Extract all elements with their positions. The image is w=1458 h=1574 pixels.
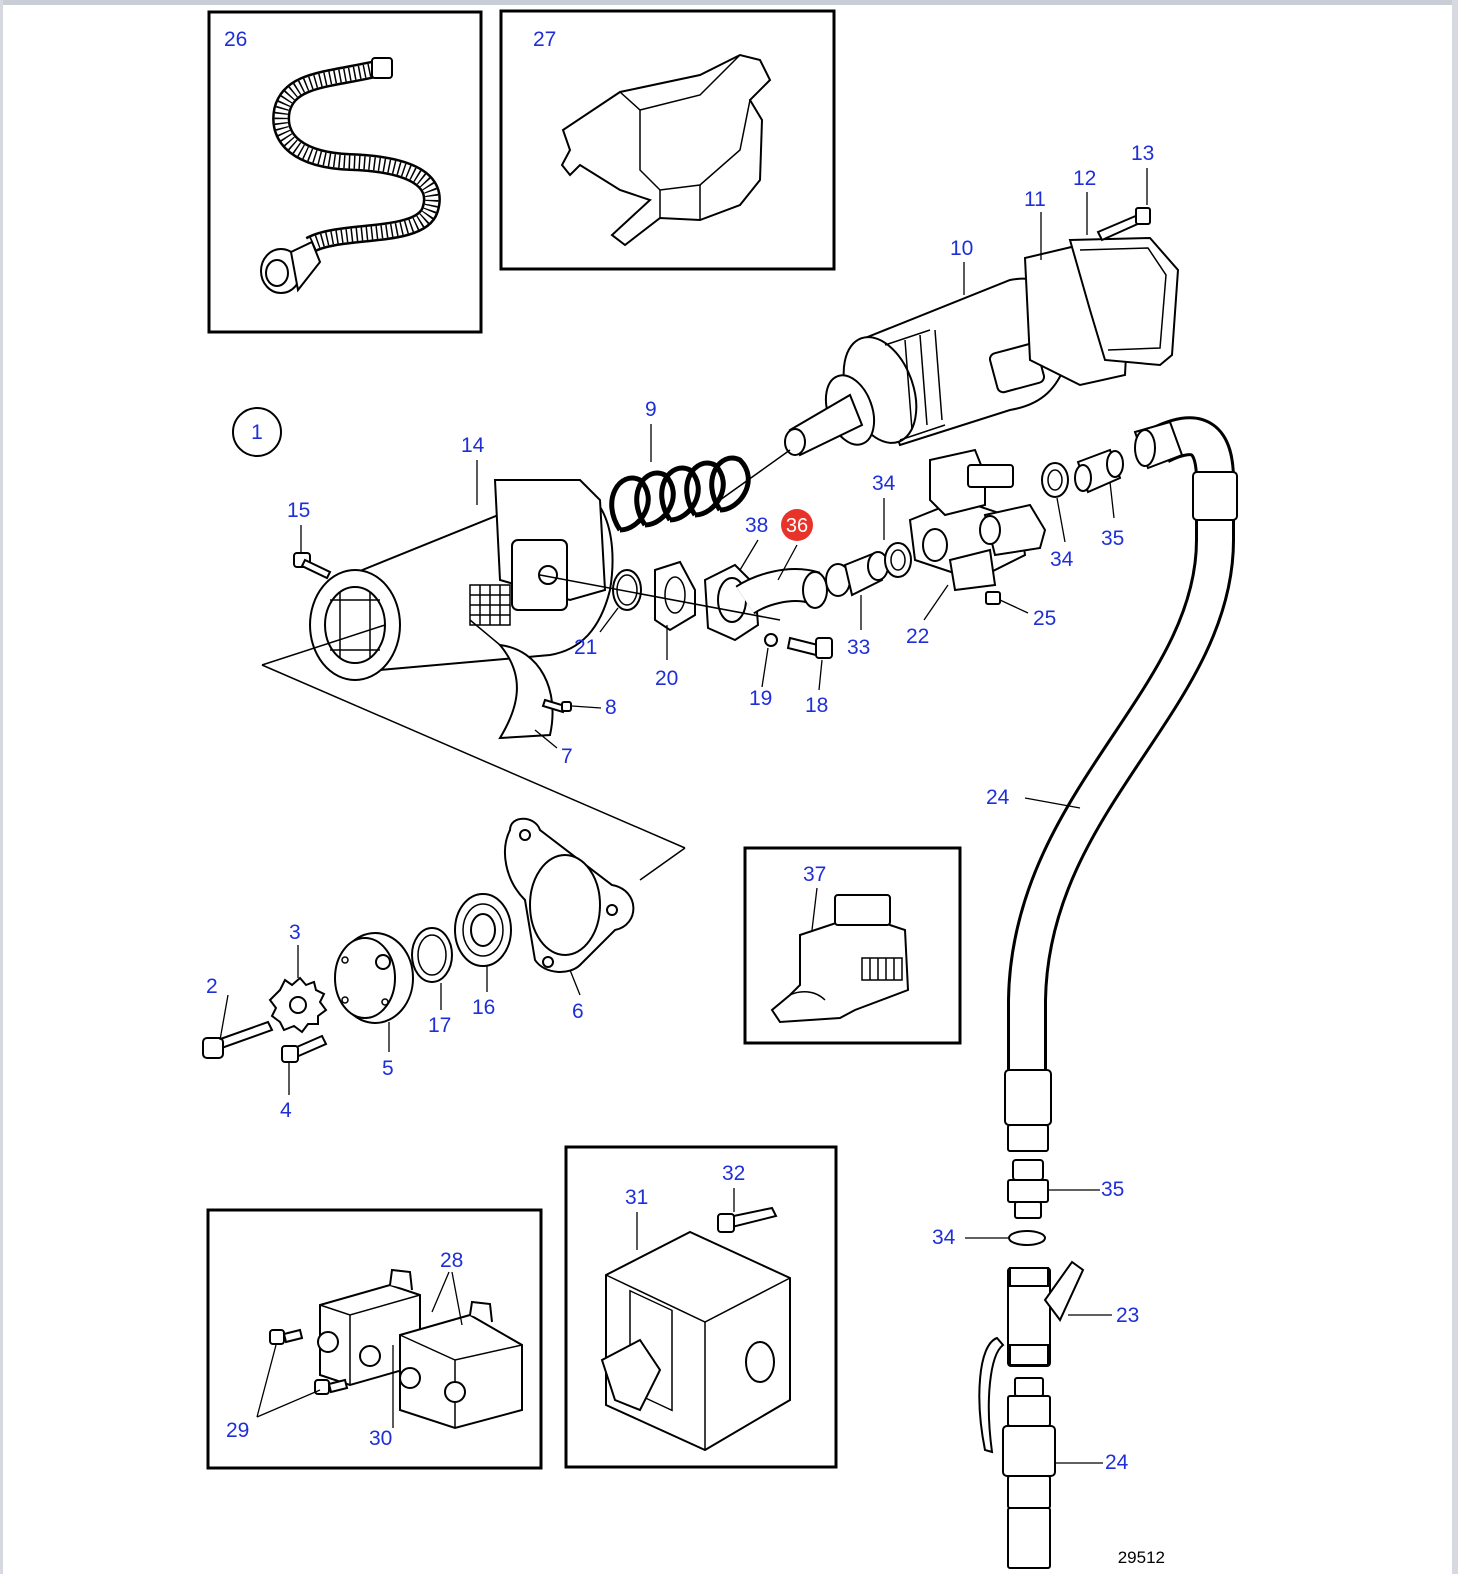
label-27[interactable]: 27	[533, 28, 556, 51]
part-3-gear[interactable]	[268, 976, 328, 1034]
part-24-ball-valve[interactable]	[978, 1336, 1056, 1569]
highlight-marker	[781, 509, 813, 541]
inset-box-37[interactable]	[743, 846, 962, 1045]
label-17[interactable]: 17	[428, 1014, 451, 1037]
label-11[interactable]: 11	[1024, 188, 1046, 211]
part-2-bolt[interactable]	[202, 1020, 274, 1059]
label-26[interactable]: 26	[224, 28, 247, 51]
window-left-border	[0, 0, 3, 1574]
label-2[interactable]: 2	[206, 975, 218, 998]
part-14-housing[interactable]	[309, 479, 614, 681]
part-16-bearing[interactable]	[454, 893, 512, 967]
part-4-screw[interactable]	[281, 1034, 328, 1063]
part-34-washer-b[interactable]	[1041, 462, 1069, 498]
part-36-elbow-pipe[interactable]	[735, 568, 828, 615]
label-3[interactable]: 3	[289, 921, 301, 944]
diagram-number: 29512	[1118, 1548, 1165, 1567]
part-9-spring[interactable]	[609, 455, 751, 533]
label-12[interactable]: 12	[1073, 167, 1096, 190]
part-34-washer-c[interactable]	[1008, 1230, 1046, 1246]
label-13[interactable]: 13	[1131, 142, 1154, 165]
label-33[interactable]: 33	[847, 636, 870, 659]
part-20-gasket[interactable]	[654, 560, 696, 632]
part-34-washer-a[interactable]	[884, 542, 912, 578]
label-10[interactable]: 10	[950, 237, 973, 260]
label-28[interactable]: 28	[440, 1249, 463, 1272]
label-5[interactable]: 5	[382, 1057, 394, 1080]
label-34-top[interactable]: 34	[872, 472, 896, 495]
label-20[interactable]: 20	[655, 667, 678, 690]
part-23-strainer[interactable]	[1007, 1260, 1085, 1367]
label-29[interactable]: 29	[226, 1419, 249, 1442]
label-7[interactable]: 7	[561, 745, 573, 768]
part-12-cover[interactable]	[1068, 236, 1180, 367]
window-right-border	[1452, 0, 1458, 1574]
label-19[interactable]: 19	[749, 687, 772, 710]
label-15[interactable]: 15	[287, 499, 310, 522]
part-8-screw[interactable]	[541, 698, 572, 714]
label-38[interactable]: 38	[745, 514, 768, 537]
part-19-washer[interactable]	[764, 633, 778, 647]
group-label-circle	[232, 407, 282, 457]
label-34-bottom[interactable]: 34	[932, 1226, 956, 1249]
part-17-o-ring[interactable]	[411, 927, 453, 983]
part-24-hose[interactable]	[1004, 416, 1238, 1152]
part-33-fitting[interactable]	[825, 551, 889, 597]
label-8[interactable]: 8	[605, 696, 617, 719]
part-15-screw[interactable]	[293, 552, 332, 580]
label-18[interactable]: 18	[805, 694, 828, 717]
part-35-adapter-a[interactable]	[1074, 448, 1124, 494]
label-6[interactable]: 6	[572, 1000, 584, 1023]
part-18-bolt[interactable]	[786, 636, 833, 659]
inset-box-28[interactable]	[206, 1208, 543, 1470]
label-22[interactable]: 22	[906, 625, 929, 648]
leader-lines	[219, 168, 1148, 1464]
part-35-adapter-b[interactable]	[1007, 1159, 1049, 1219]
label-36-highlighted[interactable]: 36	[786, 515, 808, 537]
part-25-plug[interactable]	[985, 591, 1001, 605]
label-35-bottom[interactable]: 35	[1101, 1178, 1124, 1201]
label-35-top[interactable]: 35	[1101, 527, 1124, 550]
inset-box-26[interactable]	[207, 10, 483, 334]
label-4[interactable]: 4	[280, 1099, 292, 1122]
part-5-end-plate[interactable]	[334, 932, 414, 1024]
window-top-border	[0, 0, 1458, 5]
label-23[interactable]: 23	[1116, 1304, 1139, 1327]
inset-box-31[interactable]	[564, 1145, 838, 1469]
label-34-right[interactable]: 34	[1050, 548, 1074, 571]
label-24-valve[interactable]: 24	[1105, 1451, 1129, 1474]
label-32[interactable]: 32	[722, 1162, 745, 1185]
part-10-motor[interactable]	[784, 277, 1074, 457]
part-7-bracket[interactable]	[497, 643, 554, 740]
part-6-cover-plate[interactable]	[504, 817, 635, 973]
group-label-1: 1	[251, 421, 263, 444]
label-16[interactable]: 16	[472, 996, 495, 1019]
label-21[interactable]: 21	[574, 636, 597, 659]
label-31[interactable]: 31	[625, 1186, 648, 1209]
label-9[interactable]: 9	[645, 398, 657, 421]
label-37[interactable]: 37	[803, 863, 826, 886]
inset-box-27[interactable]	[499, 9, 836, 271]
part-13-screw[interactable]	[1096, 207, 1151, 242]
label-25[interactable]: 25	[1033, 607, 1056, 630]
label-30[interactable]: 30	[369, 1427, 392, 1450]
label-14[interactable]: 14	[461, 434, 485, 457]
part-22-valve-block[interactable]	[908, 448, 1047, 592]
label-24-hose[interactable]: 24	[986, 786, 1010, 809]
